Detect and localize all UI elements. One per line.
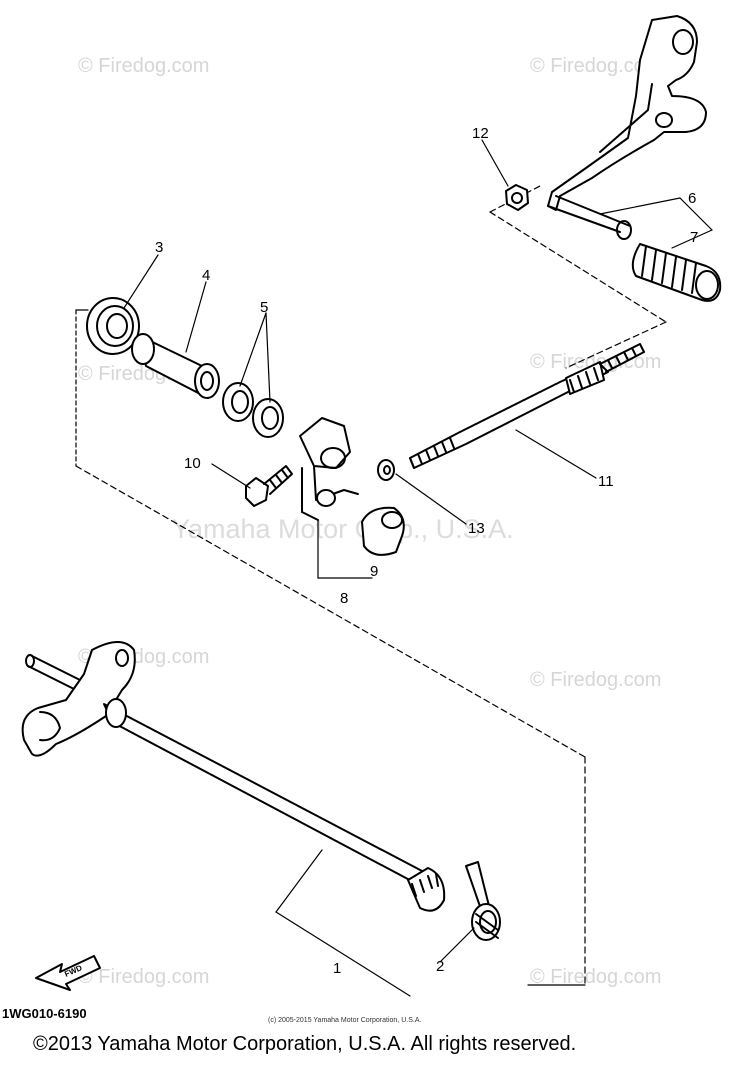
fwd-arrow-icon: FWD: [35, 955, 101, 991]
watermark-group: © Firedog.com © Firedog.com © Firedog.co…: [78, 55, 661, 988]
callout-7: 7: [690, 229, 698, 246]
callout-6: 6: [688, 190, 696, 207]
callout-3: 3: [155, 239, 163, 256]
watermark-owner: Yamaha Motor Corp., U.S.A.: [172, 514, 514, 544]
part-5-bearings: [222, 382, 284, 438]
callout-12: 12: [472, 125, 489, 142]
part-12-nut: [505, 184, 529, 211]
callout-1: 1: [333, 960, 341, 977]
part-2-spring: [465, 861, 501, 941]
callout-13: 13: [468, 520, 485, 537]
part-10-bolt: [245, 465, 293, 507]
callout-2: 2: [436, 958, 444, 975]
callout-11: 11: [598, 473, 614, 490]
callout-9: 9: [370, 563, 378, 580]
callout-labels: 1 2 3 4 5 6 7 8 9 10 11 12 13: [155, 125, 698, 977]
watermark-site: © Firedog.com: [530, 669, 661, 691]
watermark-site: © Firedog.com: [78, 966, 209, 988]
footer-copyright: ©2013 Yamaha Motor Corporation, U.S.A. A…: [33, 1033, 577, 1055]
watermark-site: © Firedog.com: [78, 55, 209, 77]
watermark-site: © Firedog.com: [530, 966, 661, 988]
upper-assembly-boundary: [75, 185, 667, 986]
leader-lines: [123, 139, 713, 963]
watermark-site: © Firedog.com: [530, 55, 661, 77]
part-8-lever-assembly: [299, 417, 373, 579]
part-7-pedal-rubber: [631, 243, 722, 302]
part-6-shift-pedal: [547, 15, 707, 240]
diagram-code: 1WG010-6190: [2, 1006, 87, 1021]
watermark-site: © Firedog.com: [530, 351, 661, 373]
callout-8: 8: [340, 590, 348, 607]
part-1-shift-shaft: [21, 641, 446, 997]
part-11-tie-rod: [409, 343, 645, 469]
callout-10: 10: [184, 455, 201, 472]
callout-4: 4: [202, 267, 210, 284]
callout-5: 5: [260, 299, 268, 316]
part-3-oil-seal: [86, 297, 140, 355]
part-9-joint: [361, 506, 405, 556]
part-4-collar: [131, 333, 220, 399]
part-13-nut: [377, 459, 395, 481]
small-copyright: (c) 2005-2015 Yamaha Motor Corporation, …: [268, 1017, 422, 1024]
